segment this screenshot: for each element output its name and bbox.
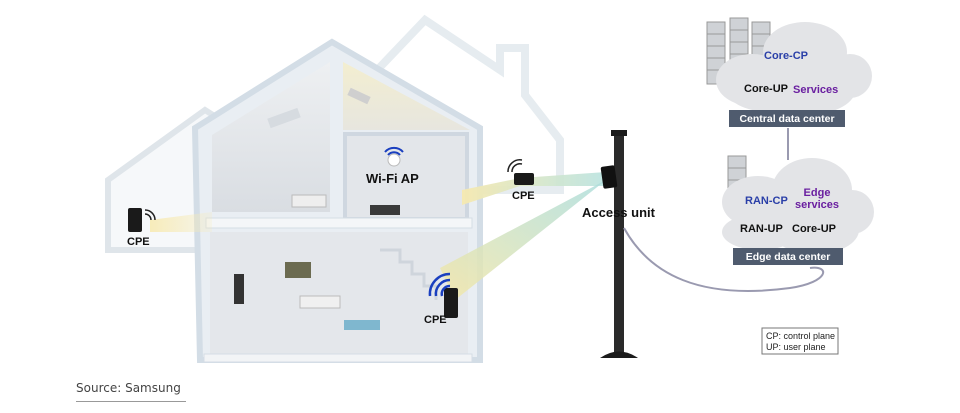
central-dc-box [729, 110, 845, 127]
legend: CP: control plane UP: user plane [761, 327, 839, 355]
edge-services-label-2: services [795, 199, 839, 211]
edge-data-center: RAN-CP Edge services RAN-UP Core-UP Edge… [722, 155, 874, 265]
wifi-ap-device [384, 146, 404, 167]
access-unit-pole [600, 130, 638, 358]
edge-dc-box [733, 248, 843, 265]
edge-services-label-1: Edge [804, 187, 831, 199]
wifi-ap-label: Wi-Fi AP [366, 171, 419, 186]
legend-up: UP: user plane [766, 342, 826, 352]
cpe-left-device [128, 208, 156, 232]
central-data-center: Core-CP Core-UP Services Central data ce… [706, 17, 872, 127]
core-up-edge-label: Core-UP [792, 223, 836, 235]
fiber-cable [623, 227, 825, 292]
access-unit-label: Access unit [582, 205, 656, 220]
source-caption: Source: Samsung [76, 381, 181, 395]
ran-up-label: RAN-UP [740, 223, 783, 235]
edge-cloud [722, 158, 874, 254]
core-up-central-label: Core-UP [744, 83, 788, 95]
cpe-left-label: CPE [127, 236, 150, 248]
services-label: Services [793, 84, 838, 96]
central-dc-label: Central data center [739, 113, 834, 125]
ran-cp-label: RAN-CP [745, 195, 788, 207]
cpe-upper-label: CPE [512, 190, 535, 202]
caption-divider [76, 401, 186, 402]
house-cutaway [191, 38, 483, 363]
cpe-lower-label: CPE [424, 314, 447, 326]
signal-beams [150, 172, 606, 300]
cpe-lower-device [428, 272, 458, 318]
cpe-upper-device [507, 159, 534, 185]
legend-cp: CP: control plane [766, 331, 835, 341]
central-cloud [716, 22, 872, 114]
edge-dc-label: Edge data center [746, 251, 831, 263]
core-cp-label: Core-CP [764, 50, 808, 62]
